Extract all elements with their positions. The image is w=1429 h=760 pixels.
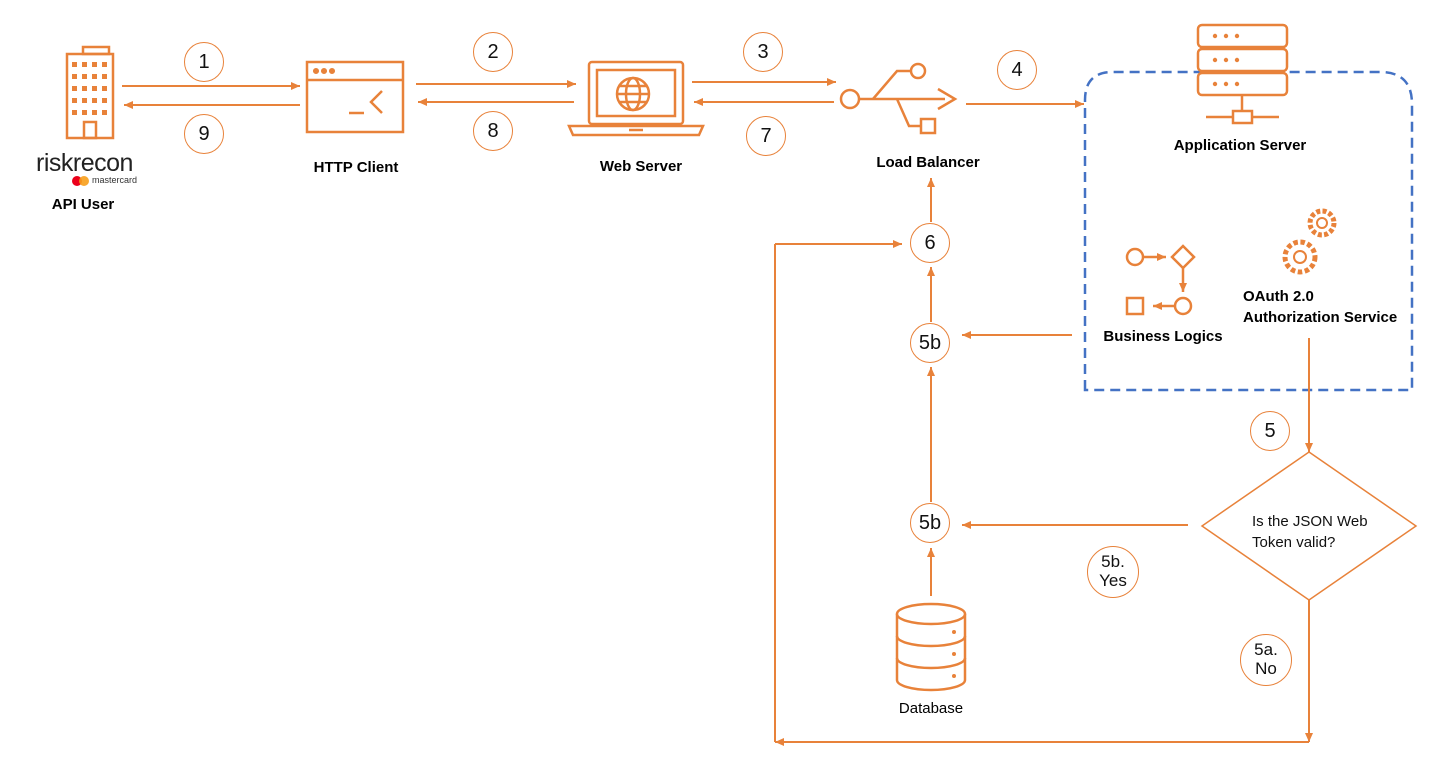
application-server-label: Application Server (1173, 137, 1307, 154)
riskrecon-logo: riskrecon (36, 149, 133, 177)
step-8-text: 8 (487, 120, 499, 142)
web-server-label: Web Server (599, 158, 683, 175)
step-6-text: 6 (924, 232, 936, 254)
step-9-text: 9 (198, 123, 210, 145)
building-icon (65, 45, 115, 140)
laptop-globe-icon (567, 60, 705, 137)
step-5b-top-text: 5b (918, 332, 942, 354)
flowchart-icon (1125, 244, 1196, 316)
database-icon (895, 602, 967, 692)
http-client-label: HTTP Client (313, 159, 399, 176)
step-2: 2 (473, 32, 513, 72)
step-5b-top: 5b (910, 323, 950, 363)
application-server-container (1083, 70, 1414, 392)
step-1-text: 1 (198, 51, 210, 73)
mastercard-wordmark: mastercard (92, 175, 138, 185)
decision-text-line1: Is the JSON Web (1252, 513, 1368, 530)
step-5b-yes-line2: Yes (1099, 571, 1127, 590)
browser-terminal-icon (305, 60, 405, 134)
step-5b-yes: 5b. Yes (1087, 546, 1139, 598)
decision-text-line2: Token valid? (1252, 534, 1336, 551)
oauth-label-line1: OAuth 2.0 (1243, 288, 1314, 305)
step-7-text: 7 (760, 125, 772, 147)
usb-load-balancer-icon (839, 62, 958, 135)
step-3: 3 (743, 32, 783, 72)
step-5b-mid: 5b (910, 503, 950, 543)
step-3-text: 3 (757, 41, 769, 63)
step-9: 9 (184, 114, 224, 154)
step-5a-no-line1: 5a. (1254, 640, 1278, 660)
oauth-label-line2: Authorization Service (1243, 309, 1398, 326)
step-2-text: 2 (487, 41, 499, 63)
step-6: 6 (910, 223, 950, 263)
database-label: Database (898, 700, 964, 717)
business-logics-label: Business Logics (1103, 328, 1223, 345)
step-5a-no: 5a. No (1240, 634, 1292, 686)
step-5b-yes-line1: 5b. (1101, 552, 1125, 572)
step-8: 8 (473, 111, 513, 151)
load-balancer-label: Load Balancer (876, 154, 980, 171)
server-rack-icon (1196, 23, 1289, 125)
step-4-text: 4 (1011, 59, 1023, 81)
api-user-label: API User (51, 196, 115, 213)
mastercard-logo-icon (72, 176, 89, 186)
decision-diamond (1200, 451, 1418, 601)
step-5-text: 5 (1264, 420, 1276, 442)
step-5b-mid-text: 5b (918, 512, 942, 534)
gears-icon (1282, 208, 1337, 275)
step-7: 7 (746, 116, 786, 156)
step-5a-no-line2: No (1255, 659, 1277, 678)
step-4: 4 (997, 50, 1037, 90)
step-5: 5 (1250, 411, 1290, 451)
step-1: 1 (184, 42, 224, 82)
